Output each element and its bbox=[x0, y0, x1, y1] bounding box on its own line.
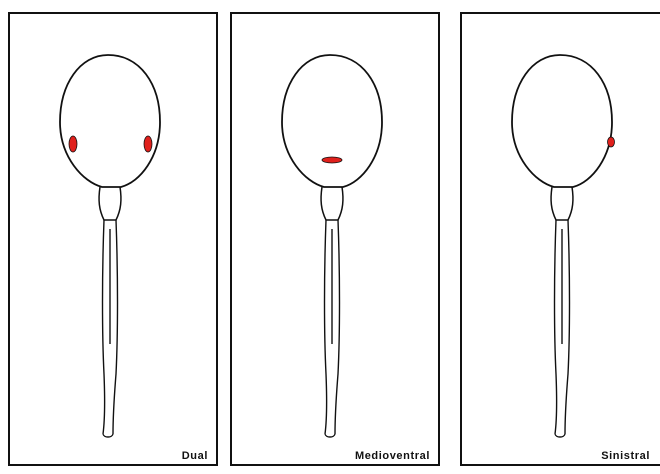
marker-medioventral bbox=[322, 157, 342, 163]
panel-label: Dual bbox=[182, 450, 208, 462]
sperm-midpiece bbox=[99, 187, 121, 220]
sperm-tail bbox=[555, 220, 570, 437]
sperm-head-outline bbox=[60, 55, 160, 187]
panel-label: Sinistral bbox=[601, 450, 650, 462]
marker-left bbox=[69, 136, 77, 152]
sperm-midpiece bbox=[321, 187, 343, 220]
sperm-head-outline bbox=[512, 55, 612, 187]
sperm-illustration-medioventral bbox=[232, 14, 438, 464]
panel-sinistral: Sinistral bbox=[460, 12, 660, 466]
marker-sinistral bbox=[608, 137, 615, 147]
panel-dual: Dual bbox=[8, 12, 218, 466]
sperm-illustration-sinistral bbox=[462, 14, 660, 464]
sperm-tail bbox=[325, 220, 340, 437]
panel-label: Medioventral bbox=[355, 450, 430, 462]
sperm-midpiece bbox=[551, 187, 573, 220]
sperm-head-outline bbox=[282, 55, 382, 187]
marker-right bbox=[144, 136, 152, 152]
sperm-illustration-dual bbox=[10, 14, 216, 464]
panel-medioventral: Medioventral bbox=[230, 12, 440, 466]
sperm-tail bbox=[103, 220, 118, 437]
